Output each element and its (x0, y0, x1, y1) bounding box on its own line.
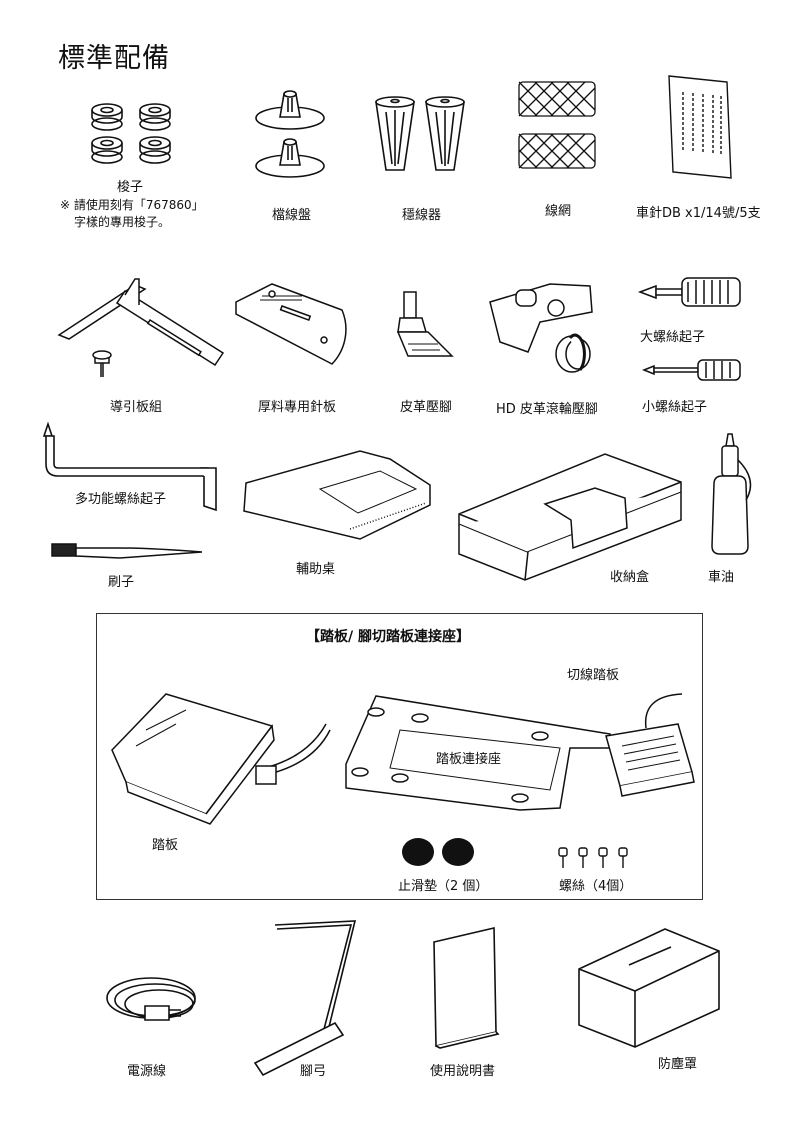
power-cord-icon (105, 960, 215, 1040)
manual-icon (428, 922, 503, 1052)
dust-cover-label: 防塵罩 (658, 1057, 698, 1072)
small-screwdriver-label: 小螺絲起子 (642, 400, 708, 415)
storage-box-label: 收納盒 (610, 570, 650, 585)
roller-foot-icon (480, 272, 610, 382)
rubber-pads-label: 止滑墊（2 個） (398, 879, 489, 894)
brush-label: 刷子 (108, 575, 135, 590)
manual-label: 使用說明書 (430, 1064, 496, 1079)
needle-plate-icon (232, 280, 362, 370)
bobbin-note-line1: ※ 請使用刻有「767860」 (60, 198, 204, 212)
pedal-base-icon (340, 690, 670, 820)
needles-icon (665, 72, 735, 182)
multi-screwdriver-icon (38, 424, 228, 514)
bobbin-label: 梭子 (117, 180, 144, 195)
bobbin-note-line2: 字樣的專用梭子。 (74, 215, 171, 229)
foot-pedal-icon (106, 690, 336, 825)
roller-foot-label: HD 皮革滾輪壓腳 (496, 402, 598, 417)
oil-label: 車油 (708, 570, 735, 585)
dust-cover-icon (575, 925, 725, 1050)
small-screwdriver-icon (640, 356, 745, 384)
spool-net-label: 線網 (545, 204, 572, 219)
needle-plate-label: 厚料專用針板 (258, 400, 337, 415)
thread-cut-pedal-icon (602, 692, 697, 807)
pedal-box-title: 【踏板/ 腳切踏板連接座】 (306, 629, 470, 645)
knee-lifter-label: 腳弓 (300, 1064, 327, 1079)
guide-plate-label: 導引板組 (110, 400, 163, 415)
oil-bottle-icon (700, 430, 760, 560)
rubber-pad-icon (402, 838, 474, 866)
spool-cap-icon (250, 88, 330, 198)
thread-cut-pedal-label: 切線踏板 (567, 668, 620, 683)
pedal-base-label: 踏板連接座 (436, 752, 502, 767)
page-title: 標準配備 (58, 43, 170, 74)
multi-screwdriver-label: 多功能螺絲起子 (75, 492, 167, 507)
spool-holder-icon (370, 92, 470, 177)
screw-icon (555, 846, 635, 870)
brush-icon (50, 540, 205, 564)
pedal-accessory-box (96, 613, 703, 900)
big-screwdriver-icon (636, 272, 746, 314)
screws-label: 螺絲（4個） (559, 879, 633, 894)
leather-foot-icon (390, 288, 460, 368)
spool-cap-label: 檔線盤 (272, 208, 312, 223)
power-cord-label: 電源線 (127, 1064, 167, 1079)
storage-box-icon (455, 448, 685, 583)
guide-plate-icon (55, 275, 230, 377)
bobbin-icon (85, 95, 185, 170)
needles-label: 車針DB x1/14號/5支 (636, 206, 761, 221)
extension-table-icon (240, 445, 440, 545)
knee-lifter-icon (245, 915, 365, 1080)
spool-holder-label: 穩線器 (402, 208, 442, 223)
leather-foot-label: 皮革壓腳 (400, 400, 453, 415)
pedal-label: 踏板 (152, 838, 179, 853)
big-screwdriver-label: 大螺絲起子 (640, 330, 706, 345)
extension-table-label: 輔助桌 (296, 562, 336, 577)
spool-net-icon (515, 78, 600, 178)
